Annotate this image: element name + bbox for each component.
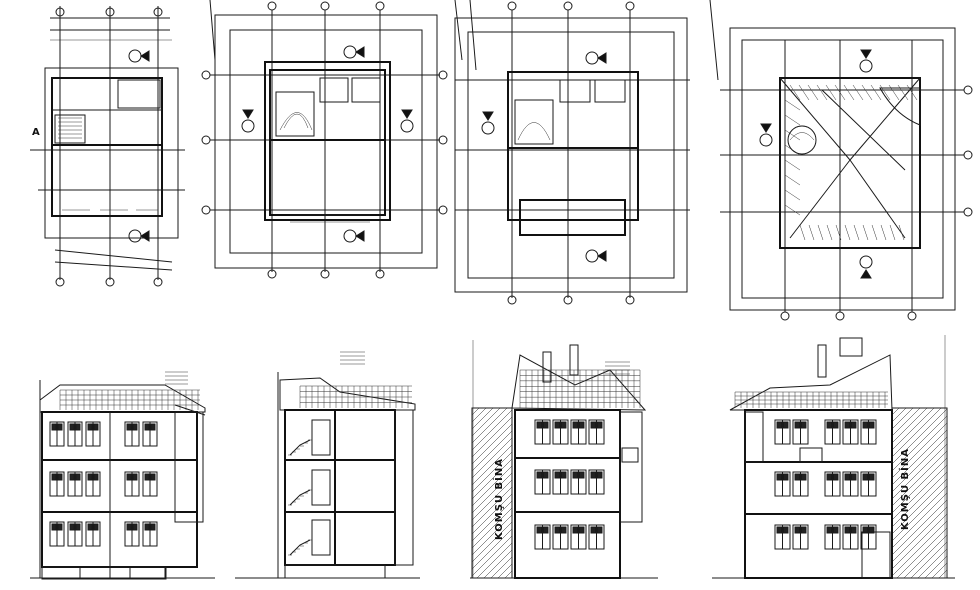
side-elevation-right: KOMŞU BİNA [712, 335, 955, 579]
second-floor-plan [454, 0, 690, 305]
neighbor-building-label-right: KOMŞU BİNA [897, 448, 911, 530]
first-floor-plan [201, 0, 448, 279]
ground-floor-plan: A [30, 6, 185, 287]
axis-mark-a: A [32, 127, 41, 138]
section-view [235, 351, 420, 579]
side-elevation-left: KOMŞU BİNA [470, 340, 658, 579]
roof-plan [709, 0, 973, 321]
front-elevation [30, 371, 215, 580]
neighbor-building-label: KOMŞU BİNA [491, 458, 505, 540]
